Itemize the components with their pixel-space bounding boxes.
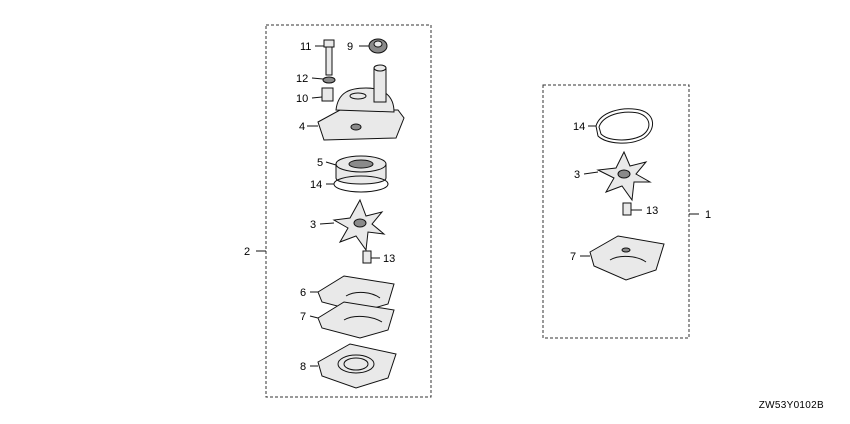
gasket-part-right <box>589 235 665 281</box>
callout-7-right: 7 <box>570 251 576 263</box>
plate-part <box>317 275 395 313</box>
collar-part <box>321 87 334 102</box>
impeller-part <box>332 198 386 252</box>
callout-14-right: 14 <box>573 121 585 133</box>
kit-2-callout: 2 <box>244 246 250 258</box>
callout-8: 8 <box>300 361 306 373</box>
callout-9: 9 <box>347 41 353 53</box>
bolt-part <box>323 39 335 76</box>
key-part-right <box>622 202 632 216</box>
pump-housing-part <box>317 64 405 141</box>
gasket-part <box>317 301 395 339</box>
liner-part <box>335 155 387 185</box>
callout-12: 12 <box>296 73 308 85</box>
callout-6: 6 <box>300 287 306 299</box>
grommet-part <box>368 38 388 54</box>
kit-1-callout: 1 <box>705 209 711 221</box>
impeller-part-right <box>596 150 652 202</box>
key-part <box>362 250 372 264</box>
callout-3: 3 <box>310 219 316 231</box>
base-gasket-part <box>317 343 397 389</box>
callout-14: 14 <box>310 179 322 191</box>
callout-11: 11 <box>300 41 311 53</box>
callout-13-right: 13 <box>646 205 658 217</box>
callout-5: 5 <box>317 157 323 169</box>
callout-13: 13 <box>383 253 395 265</box>
washer-part <box>322 76 336 84</box>
callout-4: 4 <box>299 121 305 133</box>
kit-1-box <box>542 84 690 339</box>
kit-2-box <box>265 24 432 398</box>
drawing-id-label: ZW53Y0102B <box>758 400 824 411</box>
callout-7: 7 <box>300 311 306 323</box>
callout-3-right: 3 <box>574 169 580 181</box>
callout-10: 10 <box>296 93 308 105</box>
seal-ring-part-right <box>595 108 653 144</box>
